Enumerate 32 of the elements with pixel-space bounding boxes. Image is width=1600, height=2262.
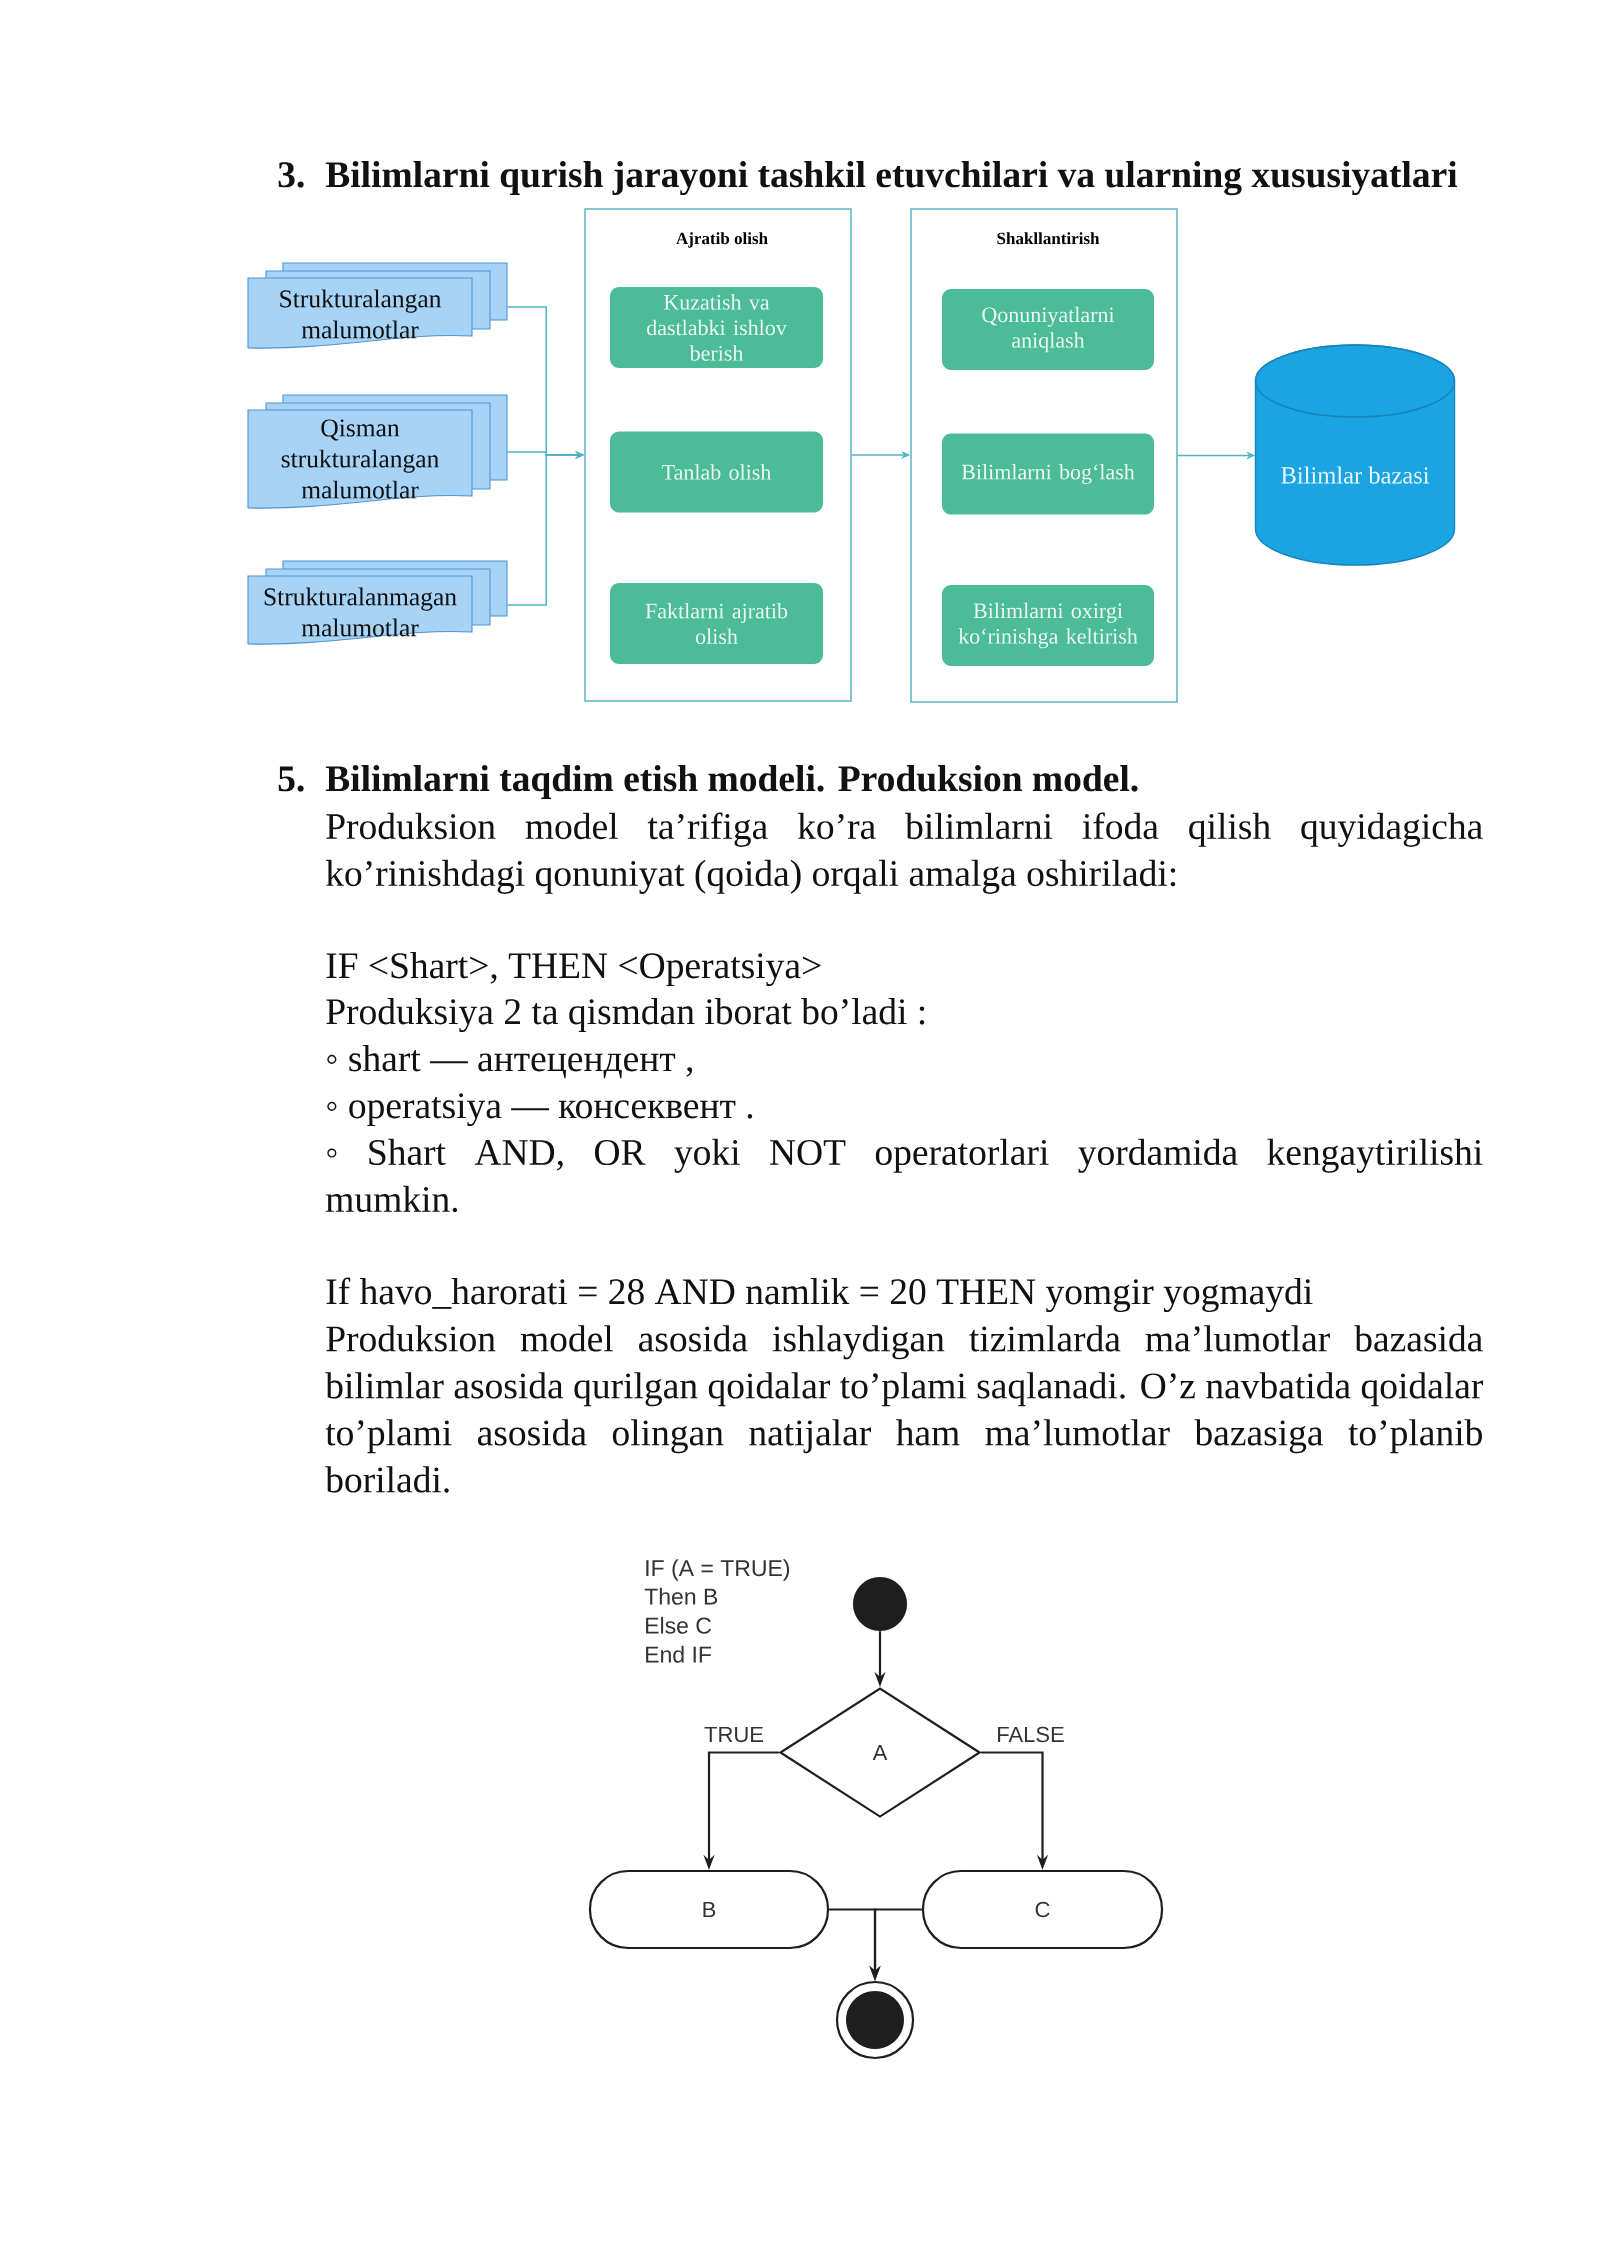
- edge-label: TRUE: [702, 1725, 766, 1744]
- section-number: 3.: [278, 162, 304, 188]
- document-stack: Strukturalanmagan malumotlar: [247, 560, 508, 645]
- edge-label: FALSE: [994, 1725, 1067, 1744]
- list-item: ◦ Shart AND, OR yoki NOT operatorlari yordamida kengaytirilishi mumkin.: [326, 1138, 1483, 1213]
- process-box: Bilimlarni oxirgi ko‘rinishga keltirish: [942, 585, 1154, 666]
- list-item: ◦ operatsiya — консеквент .: [327, 1093, 753, 1127]
- paragraph: Produksion model asosida ishlaydigan tizimlarda ma’lumotlar bazasida bilimlar asosida qurilgan qoidalar to’plami saqlanadi. O’z navbatida qoidalar to’plami asosida olingan natijalar ham ma’lumotlar bazasiga to’planib boriladi.: [325, 1325, 1484, 1493]
- start-dot: [853, 1577, 907, 1631]
- process-box: Faktlarni ajratib olish: [610, 583, 823, 664]
- database-cylinder: Bilimlar bazasi: [1254, 344, 1456, 566]
- activity-box: C: [921, 1869, 1164, 1950]
- process-box: Kuzatish va dastlabki ishlov berish: [610, 287, 823, 368]
- text-line: If havo_harorati = 28 AND namlik = 20 THEN yomgir yogmaydi: [326, 1277, 1313, 1313]
- process-box: Qonuniyatlarni aniqlash: [942, 289, 1154, 370]
- activity-box: B: [588, 1869, 830, 1950]
- process-box: Tanlab olish: [610, 431, 823, 513]
- code-line: Else C: [646, 1616, 712, 1634]
- document-stack: Qisman strukturalangan malumotlar: [247, 394, 508, 509]
- text-line: IF <Shart>, THEN <Operatsiya>: [326, 952, 821, 987]
- code-line: End IF: [646, 1645, 711, 1663]
- document-stack: Strukturalangan malumotlar: [247, 262, 508, 349]
- text-line: Produksiya 2 ta qismdan iborat bo’ladi :: [326, 998, 925, 1033]
- end-dot: [835, 1980, 915, 2060]
- code-line: Then B: [644, 1587, 718, 1605]
- list-item: ◦ shart — антецендент ,: [327, 1045, 693, 1079]
- paragraph: Produksion model ta’rifiga ko’ra bilimlarni ifoda qilish quyidagicha ko’rinishdagi qonuniyat (qoida) orqali amalga oshiriladi:: [325, 812, 1483, 894]
- section-number: 5.: [278, 766, 304, 792]
- process-box: Bilimlarni bog‘lash: [942, 433, 1154, 515]
- code-line: IF (A = TRUE): [646, 1559, 790, 1581]
- section-heading: Bilimlarni taqdim etish modeli. Produksion model.: [325, 765, 1138, 799]
- section-heading: Bilimlarni qurish jarayoni tashkil etuvchilari va ularning xususiyatlari: [325, 161, 1458, 196]
